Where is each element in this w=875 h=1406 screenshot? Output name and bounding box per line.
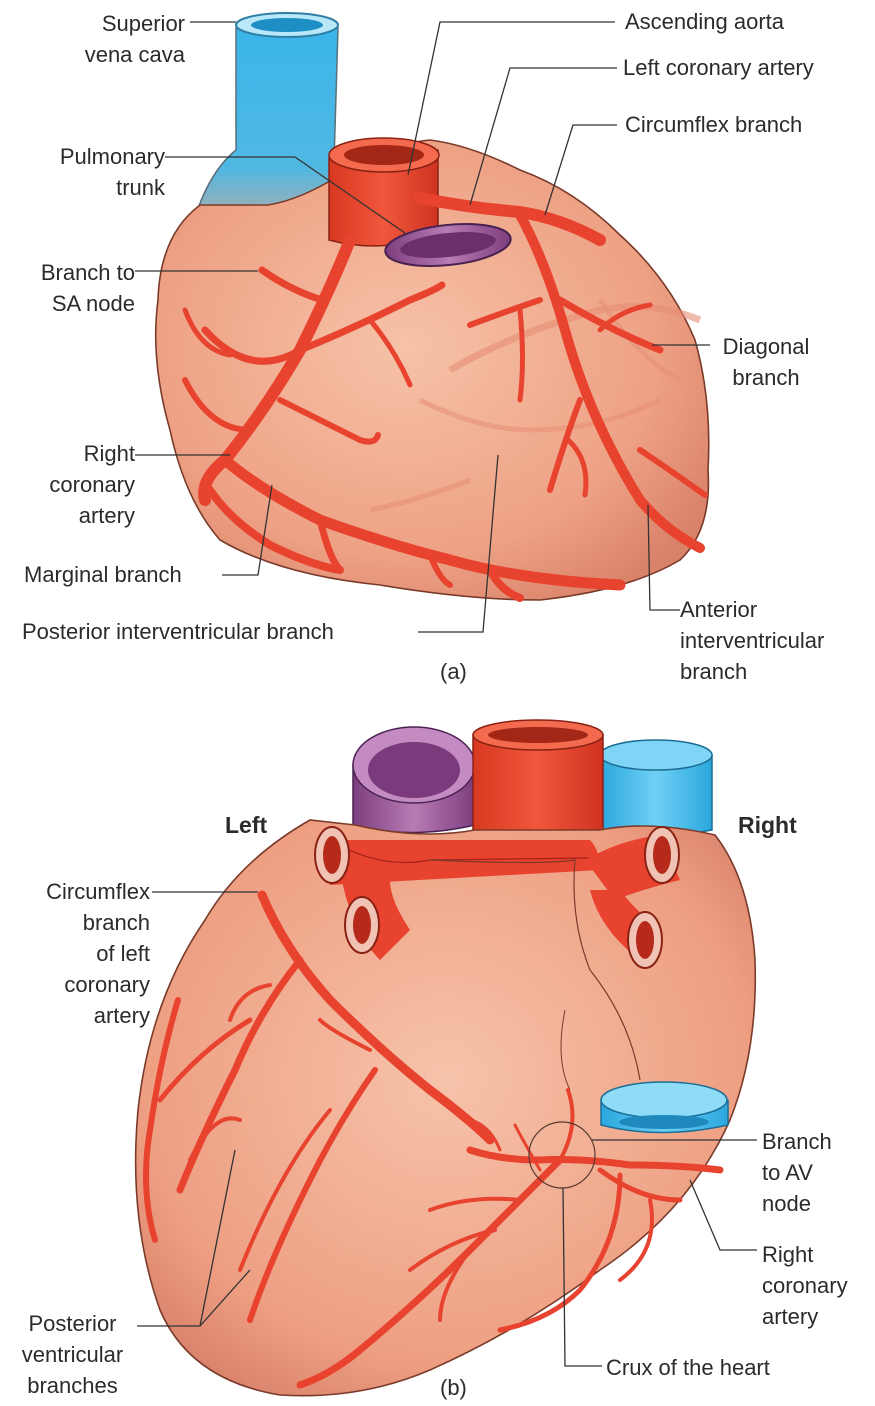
label-right-coronary-artery-b: Right coronary artery (762, 1239, 848, 1332)
label-left-coronary-artery: Left coronary artery (623, 52, 814, 83)
label-branch-to-av-node: Branch to AV node (762, 1126, 832, 1219)
label-circumflex-branch-of-left-coronary-artery: Circumflex branch of left coronary arter… (10, 876, 150, 1031)
label-marginal-branch: Marginal branch (24, 559, 182, 590)
label-ascending-aorta: Ascending aorta (625, 6, 784, 37)
label-crux-of-the-heart: Crux of the heart (606, 1352, 770, 1383)
label-superior-vena-cava: Superior vena cava (60, 8, 185, 70)
label-circumflex-branch: Circumflex branch (625, 109, 802, 140)
label-right: Right (738, 810, 797, 841)
inferior-vena-cava-opening (601, 1082, 727, 1118)
label-left: Left (225, 810, 267, 841)
label-posterior-interventricular-branch: Posterior interventricular branch (22, 616, 334, 647)
figure-a-heart (156, 13, 709, 600)
label-anterior-interventricular-branch: Anterior interventricular branch (680, 594, 824, 687)
label-posterior-ventricular-branches: Posterior ventricular branches (5, 1308, 140, 1401)
caption-b: (b) (440, 1372, 467, 1403)
label-right-coronary-artery-a: Right coronary artery (20, 438, 135, 531)
label-branch-to-sa-node: Branch to SA node (10, 257, 135, 319)
label-diagonal-branch: Diagonal branch (710, 331, 822, 393)
caption-a: (a) (440, 656, 467, 687)
label-pulmonary-trunk: Pulmonary trunk (20, 141, 165, 203)
